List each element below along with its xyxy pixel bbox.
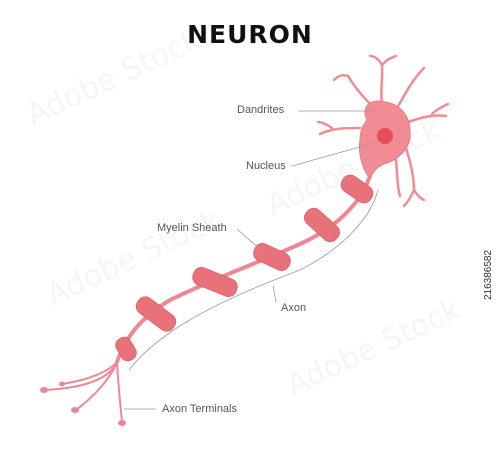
image-id: 216386582: [483, 249, 494, 300]
label-axon: Axon: [281, 302, 307, 314]
terminal-knobs: [40, 381, 126, 426]
label-dendrites: Dandrites: [237, 104, 285, 116]
label-axon-terminals: Axon Terminals: [162, 403, 237, 415]
label-nucleus: Nucleus: [246, 160, 286, 172]
nucleus-shape: [377, 128, 393, 144]
myelin-sheath: [115, 174, 374, 362]
label-myelin-sheath: Myelin Sheath: [157, 222, 227, 234]
axon-terminals-shape: [43, 361, 123, 423]
axon-core: [115, 174, 372, 364]
diagram-title: NEURON: [187, 20, 313, 49]
leader-lines: [124, 110, 382, 410]
